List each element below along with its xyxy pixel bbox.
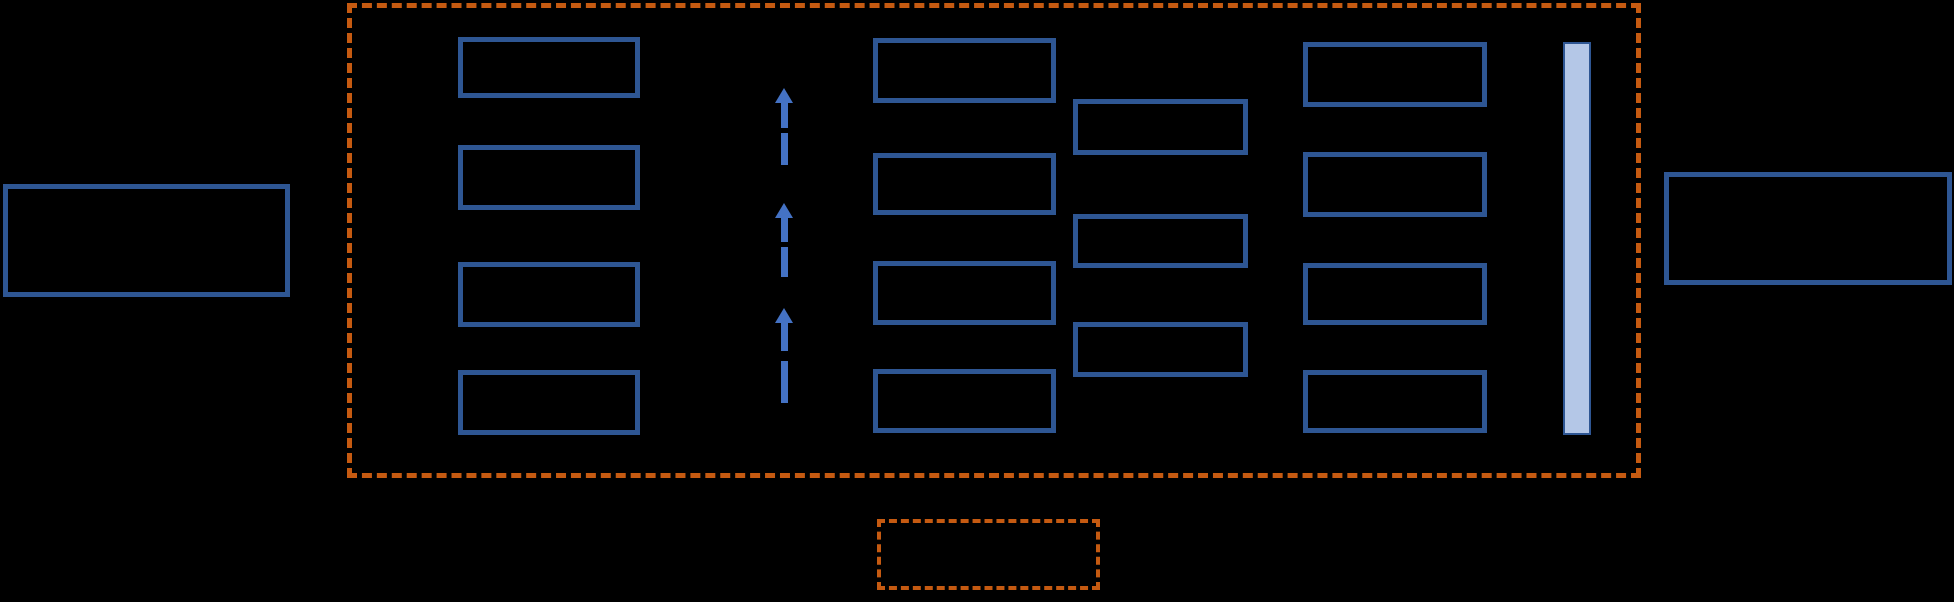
bottom-dashed-box: [877, 519, 1100, 590]
column-1-box: [458, 370, 640, 435]
column-3-box: [1303, 152, 1487, 217]
left-outer-box: [3, 184, 290, 297]
offset-column-box: [1073, 99, 1248, 155]
vertical-highlight-bar: [1563, 42, 1591, 435]
offset-column-box: [1073, 322, 1248, 377]
arrow-head-icon: [775, 88, 793, 103]
column-1-box: [458, 145, 640, 210]
column-2-box: [873, 38, 1056, 103]
arrow-head-icon: [775, 203, 793, 218]
orange-dashed-container: [347, 3, 1641, 478]
dashed-up-arrow: [775, 203, 793, 277]
dashed-up-arrow: [775, 308, 793, 403]
column-3-box: [1303, 370, 1487, 433]
column-3-box: [1303, 263, 1487, 325]
column-2-box: [873, 369, 1056, 433]
column-1-box: [458, 262, 640, 327]
column-3-box: [1303, 42, 1487, 107]
column-2-box: [873, 153, 1056, 215]
arrow-head-icon: [775, 308, 793, 323]
right-outer-box: [1664, 172, 1952, 285]
offset-column-box: [1073, 214, 1248, 268]
column-1-box: [458, 37, 640, 98]
dashed-up-arrow: [775, 88, 793, 165]
column-2-box: [873, 261, 1056, 325]
